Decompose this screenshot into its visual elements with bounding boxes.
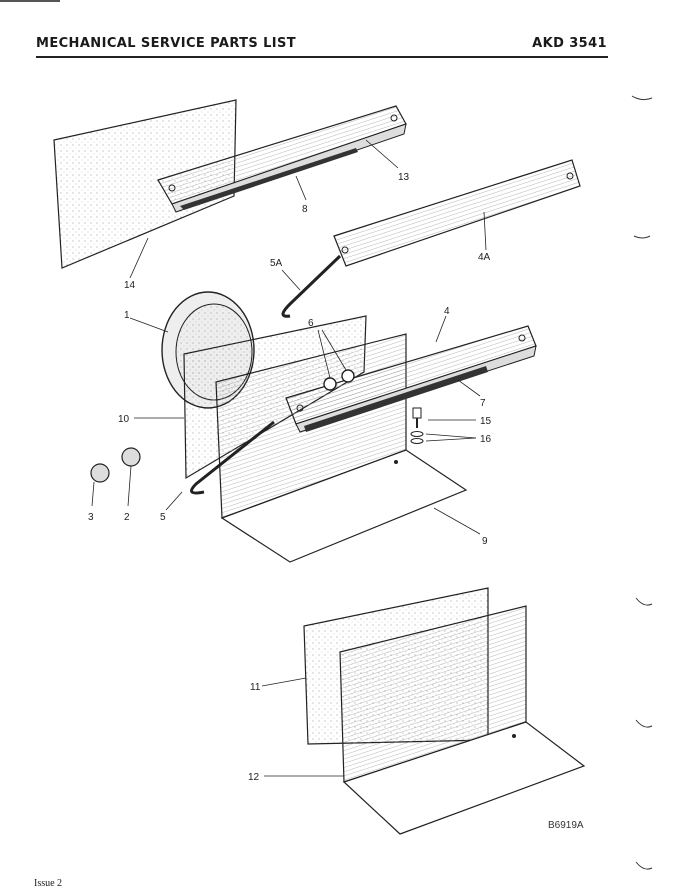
- callout-3: 3: [88, 512, 94, 523]
- callout-4a: 4A: [478, 252, 491, 263]
- callout-10: 10: [118, 414, 130, 425]
- callout-5a: 5A: [270, 258, 283, 269]
- callout-5: 5: [160, 512, 166, 523]
- part-2-knob: [121, 447, 141, 467]
- leader-lines: [91, 139, 487, 777]
- callout-12: 12: [248, 772, 260, 783]
- drawing-reference: B6919A: [548, 820, 584, 831]
- callout-13: 13: [398, 172, 410, 183]
- page-title: MECHANICAL SERVICE PARTS LIST: [36, 36, 297, 51]
- scan-artifact: [0, 0, 60, 2]
- part-4a-channel: [333, 159, 581, 267]
- callout-7: 7: [480, 398, 486, 409]
- callout-9: 9: [482, 536, 488, 547]
- callout-6: 6: [308, 318, 314, 329]
- part-16-washer: [410, 431, 424, 437]
- callout-16: 16: [480, 434, 492, 445]
- callout-15: 15: [480, 416, 492, 427]
- part-15-bolt: [412, 407, 422, 428]
- part-6-nut: [323, 377, 337, 391]
- binder-marks: [631, 95, 653, 870]
- callout-8: 8: [302, 204, 308, 215]
- part-6-nut: [341, 369, 355, 383]
- part-3-knob: [90, 463, 110, 483]
- callout-2: 2: [124, 512, 130, 523]
- callout-1: 1: [124, 310, 130, 321]
- issue-label: Issue 2: [34, 878, 63, 889]
- part-7-strip: [304, 366, 488, 432]
- part-5a-hook-rod: [281, 254, 342, 318]
- document-code: AKD 3541: [532, 36, 607, 51]
- part-8-strip: [180, 148, 358, 210]
- part-16-washer: [410, 438, 424, 444]
- callout-4: 4: [444, 306, 450, 317]
- header-rule: [36, 56, 608, 58]
- part-12-angle-panel: [339, 605, 586, 835]
- callout-14: 14: [124, 280, 136, 291]
- callout-11: 11: [250, 682, 261, 693]
- part-5-rod: [190, 420, 275, 495]
- part-14-sheet: [53, 99, 237, 269]
